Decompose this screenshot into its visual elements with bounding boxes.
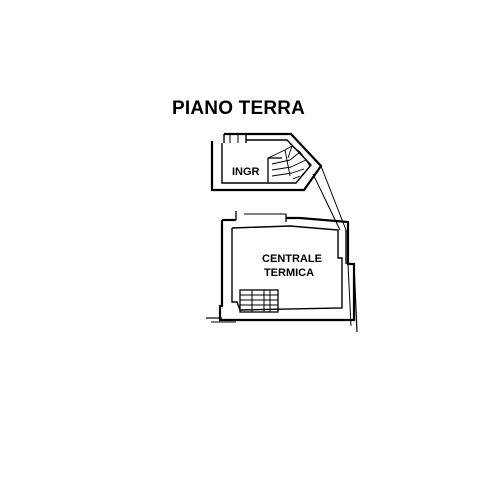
boiler-room-inner-wall xyxy=(231,225,343,311)
boiler-room-outer-wall xyxy=(218,216,356,322)
entrance-outer-wall xyxy=(210,132,323,192)
room-label-termica: TERMICA xyxy=(264,267,314,279)
entrance-block xyxy=(210,132,323,192)
entrance-inner-wall xyxy=(221,139,312,184)
lower-staircase xyxy=(239,289,279,313)
floor-title: PIANO TERRA xyxy=(172,98,306,119)
boiler-room-block xyxy=(206,211,358,333)
room-label-centrale: CENTRALE xyxy=(262,253,322,265)
upper-staircase xyxy=(267,145,311,180)
room-label-ingr: INGR xyxy=(232,166,260,178)
